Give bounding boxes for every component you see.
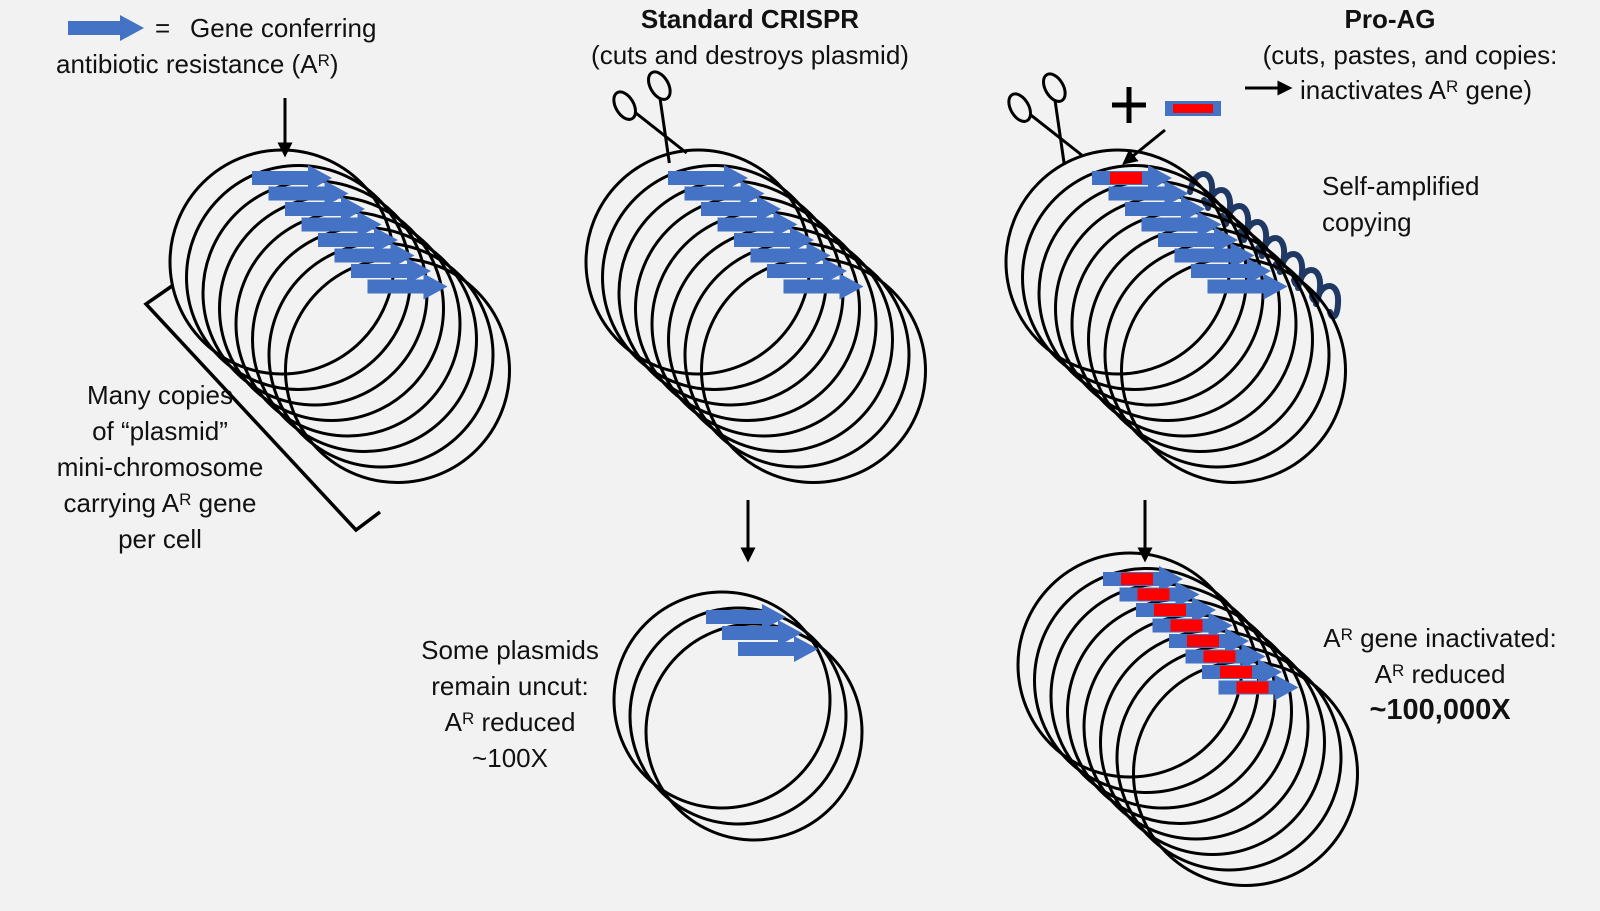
scissors-icon bbox=[612, 70, 688, 164]
plasmid-stack-left bbox=[168, 148, 511, 484]
plasmid-copies-note: Many copies of “plasmid” mini-chromosome… bbox=[56, 380, 264, 554]
insert-block bbox=[1220, 666, 1252, 678]
gene-arrow-icon bbox=[1158, 227, 1238, 253]
plasmid-stack-crispr-top bbox=[584, 148, 927, 484]
insert-block bbox=[1187, 635, 1219, 647]
scissors-icon bbox=[1007, 72, 1083, 166]
insert-arrow-icon bbox=[1122, 128, 1166, 165]
plasmid-ring bbox=[612, 590, 832, 810]
gene-arrow-icon bbox=[68, 15, 144, 41]
plasmid-ring bbox=[628, 606, 848, 826]
gene-arrow-icon bbox=[734, 227, 814, 253]
gene-arrow-icon bbox=[1141, 211, 1222, 238]
legend-line2: antibiotic resistance (AR) bbox=[56, 49, 339, 79]
self-amplified-note: Self-amplified copying bbox=[1322, 171, 1480, 237]
bracket bbox=[143, 284, 382, 533]
gene-arrow-icon bbox=[1174, 242, 1255, 269]
proag-title: Pro-AG bbox=[1344, 4, 1436, 34]
gene-arrow-icon bbox=[783, 273, 864, 300]
gene-arrow-icon bbox=[750, 242, 831, 269]
gene-arrow-icon bbox=[285, 196, 365, 222]
gene-arrow-icon bbox=[1191, 258, 1271, 284]
plasmid-stack-proag-result bbox=[1016, 551, 1359, 887]
insert-block bbox=[1110, 172, 1142, 184]
gene-arrow-icon bbox=[318, 227, 398, 253]
crispr-title: Standard CRISPR (cuts and destroys plasm… bbox=[591, 4, 909, 70]
gene-arrow-icon bbox=[334, 242, 415, 269]
insert-block bbox=[1121, 573, 1153, 585]
legend-equals: = bbox=[155, 13, 171, 43]
legend-line1: Gene conferring bbox=[190, 13, 377, 43]
gene-arrow-icon bbox=[738, 636, 818, 662]
gene-arrow-icon bbox=[301, 211, 382, 238]
donor-cassette-icon bbox=[1165, 101, 1221, 116]
gene-arrow-icon bbox=[1108, 180, 1189, 207]
gene-arrow-icon bbox=[668, 165, 748, 191]
gene-arrow-icon bbox=[706, 604, 786, 630]
proag-subtitle2: inactivates AR gene) bbox=[1300, 75, 1532, 105]
gene-arrow-icon bbox=[717, 211, 798, 238]
gene-arrow-icon bbox=[701, 196, 781, 222]
gene-arrow-icon bbox=[767, 258, 847, 284]
insert-block bbox=[1203, 650, 1236, 663]
gene-arrow-icon bbox=[1125, 196, 1205, 222]
gene-arrow-icon bbox=[684, 180, 765, 207]
insert-block bbox=[1170, 619, 1203, 632]
proag-result-note: AR gene inactivated: AR reduced ~100,000… bbox=[1323, 623, 1557, 726]
plasmid-stack-proag-top bbox=[1004, 148, 1347, 484]
gene-arrow-icon bbox=[722, 620, 802, 646]
crispr-result-note: Some plasmids remain uncut: AR reduced ~… bbox=[421, 635, 599, 773]
gene-arrow-icon bbox=[367, 273, 448, 300]
plasmid-stack-crispr-result bbox=[612, 590, 864, 842]
gene-arrow-icon bbox=[351, 258, 431, 284]
gene-arrow-icon bbox=[268, 180, 349, 207]
gene-arrow-icon bbox=[1207, 273, 1288, 300]
insert-block bbox=[1154, 604, 1186, 616]
gene-arrow-icon bbox=[252, 165, 332, 191]
insert-block bbox=[1236, 681, 1269, 694]
insert-block bbox=[1137, 588, 1170, 601]
proag-subtitle1: (cuts, pastes, and copies: bbox=[1262, 40, 1558, 70]
plus-icon bbox=[1112, 87, 1146, 123]
